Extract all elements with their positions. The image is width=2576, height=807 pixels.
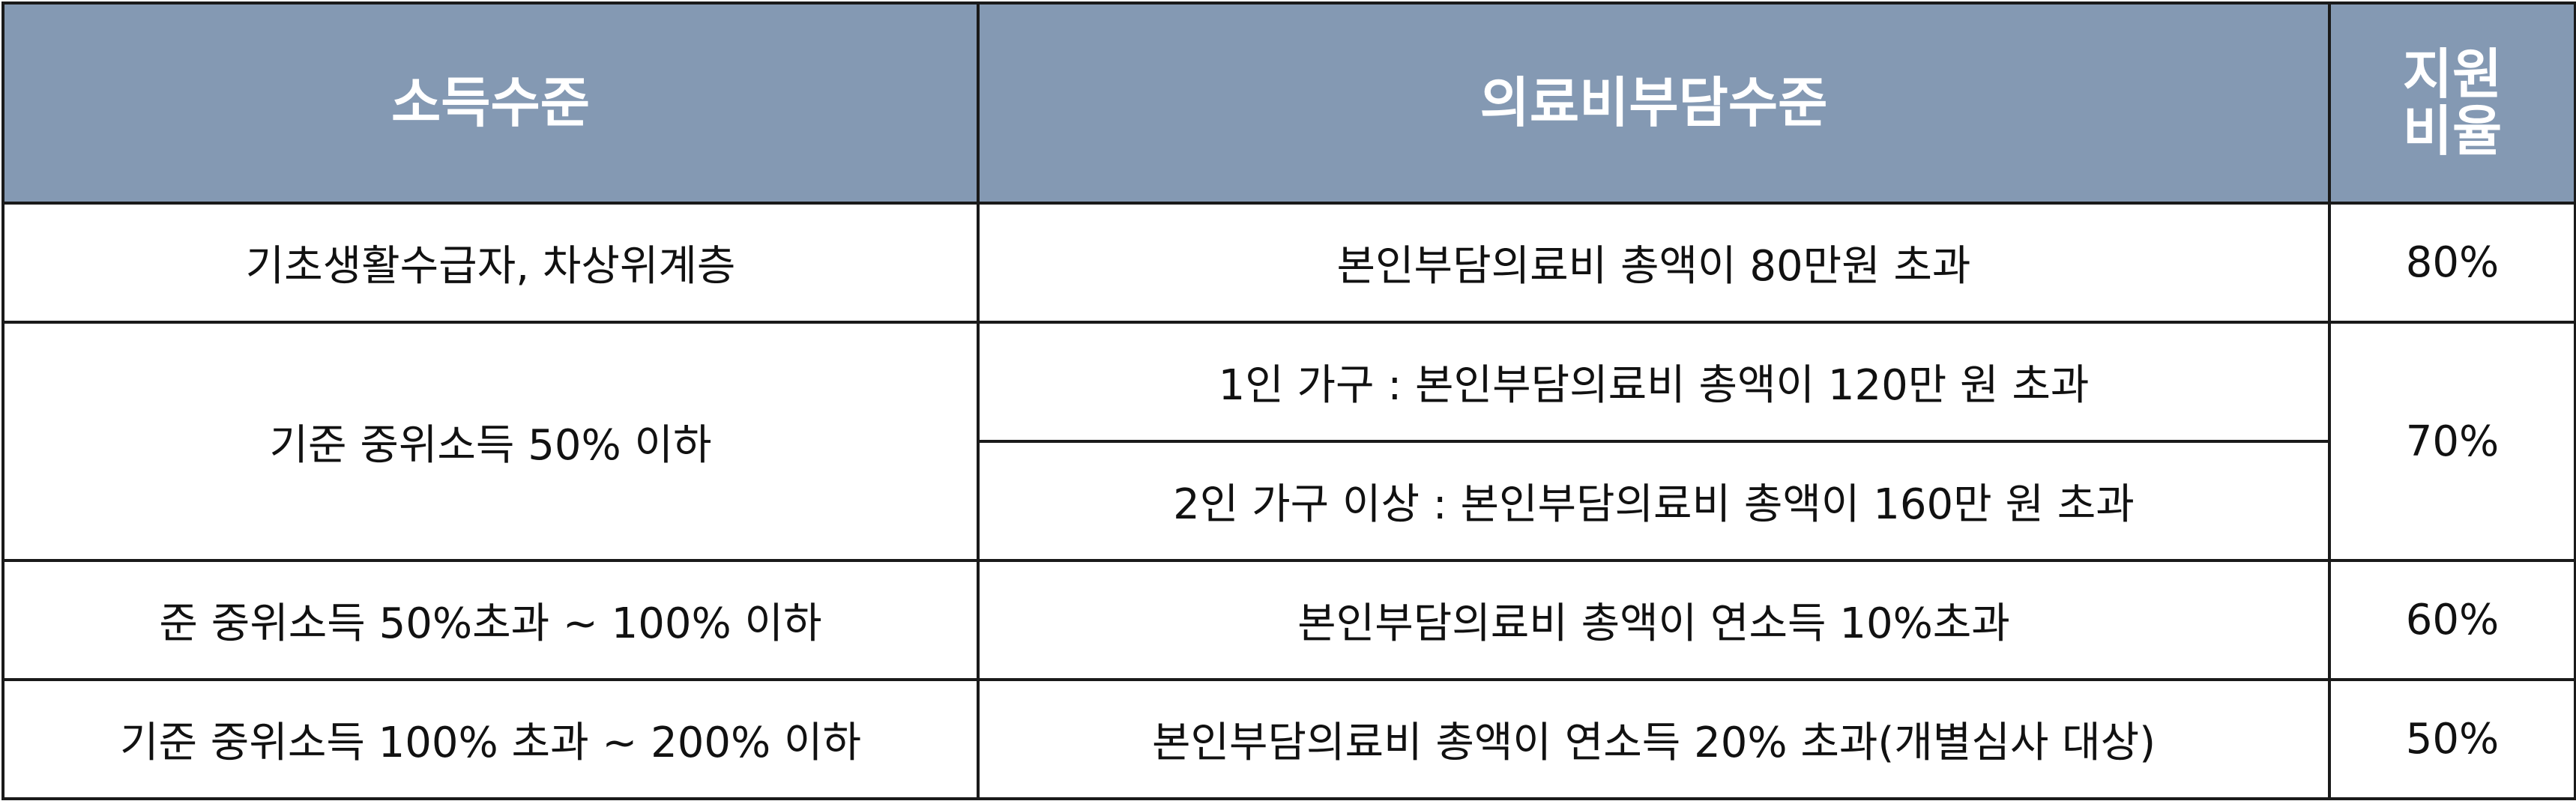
header-support-ratio-line2: 비율 [2402, 99, 2503, 163]
ratio-cell: 80% [2328, 202, 2576, 324]
header-medical-burden: 의료비부담수준 [977, 1, 2331, 205]
income-cell: 기준 중위소득 100% 초과 ~ 200% 이하 [1, 678, 980, 800]
table-row: 기준 중위소득 100% 초과 ~ 200% 이하 본인부담의료비 총액이 연소… [1, 678, 2576, 800]
table-row: 기초생활수급자, 차상위계층 본인부담의료비 총액이 80만원 초과 80% [1, 202, 2576, 324]
income-cell: 기초생활수급자, 차상위계층 [1, 202, 980, 324]
table-row: 기준 중위소득 50% 이하 1인 가구 : 본인부담의료비 총액이 120만 … [1, 321, 2576, 562]
ratio-cell: 50% [2328, 678, 2576, 800]
ratio-cell: 60% [2328, 559, 2576, 681]
table-row: 2인 가구 이상 : 본인부담의료비 총액이 160만 원 초과 [3, 440, 2575, 562]
header-support-ratio: 지원 비율 [2328, 1, 2576, 205]
table-row: 준 중위소득 50%초과 ~ 100% 이하 본인부담의료비 총액이 연소득 1… [1, 559, 2576, 681]
header-income-level: 소득수준 [1, 1, 980, 205]
burden-cell: 본인부담의료비 총액이 80만원 초과 [977, 202, 2331, 324]
ratio-cell: 70% [2328, 321, 2576, 562]
income-cell: 기준 중위소득 50% 이하 [1, 321, 980, 562]
table-header-row: 소득수준 의료비부담수준 지원 비율 [1, 1, 2576, 205]
burden-cell: 본인부담의료비 총액이 연소득 10%초과 [977, 559, 2331, 681]
burden-cell: 1인 가구 : 본인부담의료비 총액이 120만 원 초과 [977, 321, 2331, 443]
burden-cell: 본인부담의료비 총액이 연소득 20% 초과(개별심사 대상) [977, 678, 2331, 800]
burden-cell: 2인 가구 이상 : 본인부담의료비 총액이 160만 원 초과 [977, 440, 2331, 562]
header-support-ratio-line1: 지원 [2402, 42, 2503, 106]
income-cell: 준 중위소득 50%초과 ~ 100% 이하 [1, 559, 980, 681]
